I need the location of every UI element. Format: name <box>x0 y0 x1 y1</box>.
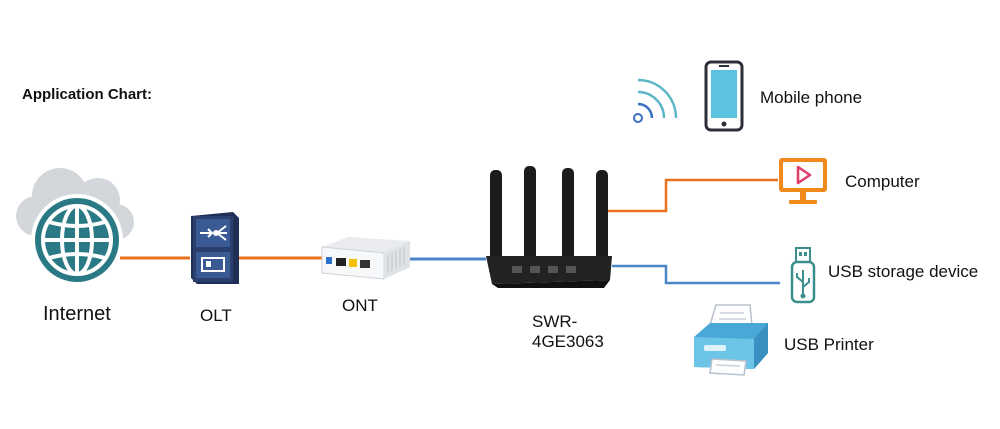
internet-label: Internet <box>43 303 111 325</box>
router-label-line1: SWR- <box>532 312 578 331</box>
computer-icon <box>779 158 827 204</box>
mobile-phone-label: Mobile phone <box>760 88 863 107</box>
computer-label: Computer <box>845 172 920 191</box>
router-computer-link <box>604 178 778 213</box>
olt-label: OLT <box>200 306 232 325</box>
usb-storage-label: USB storage device <box>828 262 979 281</box>
mobile-phone-icon <box>704 60 744 132</box>
usb-storage-icon <box>790 247 816 304</box>
router-usb-storage-link <box>612 264 780 285</box>
wifi-signal-icon <box>633 78 678 123</box>
usb-printer-icon <box>694 304 768 376</box>
router-label-line2: 4GE3063 <box>532 332 604 351</box>
chart-heading: Application Chart: <box>22 86 152 103</box>
router-icon <box>486 166 612 288</box>
olt-icon <box>191 212 239 284</box>
ont-label: ONT <box>342 296 378 315</box>
usb-printer-label: USB Printer <box>784 335 874 354</box>
internet-globe-icon <box>16 168 134 286</box>
ont-icon <box>321 237 410 280</box>
